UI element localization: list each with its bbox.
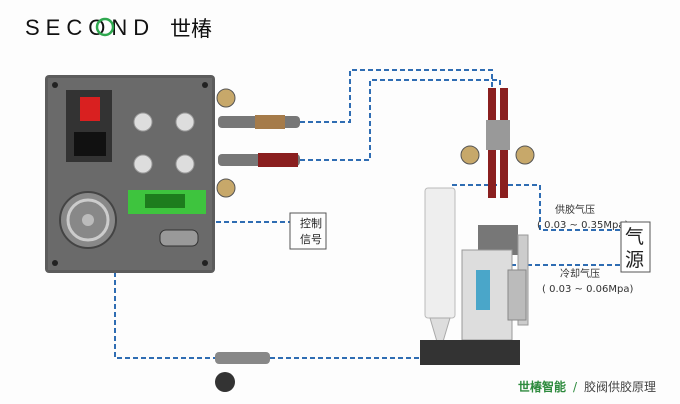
control-signal-label: 控制 [300, 216, 322, 230]
control-signal-label: 信号 [300, 233, 322, 246]
cables [215, 88, 300, 392]
cooling-pressure-label: 冷却气压 [560, 267, 600, 280]
cooling-pressure-range: ( 0.03 ~ 0.06Mpa) [542, 284, 633, 295]
footer-separator: / [573, 380, 578, 394]
controller-box [45, 75, 215, 273]
air-source-label: 气 [625, 226, 644, 248]
connector-face-icon [215, 372, 235, 392]
control-signal-box [289, 212, 327, 250]
db9-port [159, 229, 199, 247]
footer-title: 胶阀供胶原理 [584, 379, 656, 394]
logo: SECOND 世椿 [25, 15, 212, 41]
logo-cn: 世椿 [170, 17, 212, 41]
supply-pressure-range: ( 0.03 ~ 0.35Mpa) [537, 220, 628, 231]
connector-face-icon [216, 88, 236, 108]
logo-latin: SECOND [25, 15, 155, 40]
footer-company: 世椿智能 [518, 379, 566, 394]
air-source-box [620, 221, 651, 273]
syringe [424, 187, 456, 319]
air-source-label: 源 [625, 249, 644, 271]
supply-pressure-label: 供胶气压 [555, 203, 595, 216]
logo-ring-icon [95, 17, 115, 37]
power-switch[interactable] [80, 97, 100, 121]
glue-valve [420, 88, 535, 365]
